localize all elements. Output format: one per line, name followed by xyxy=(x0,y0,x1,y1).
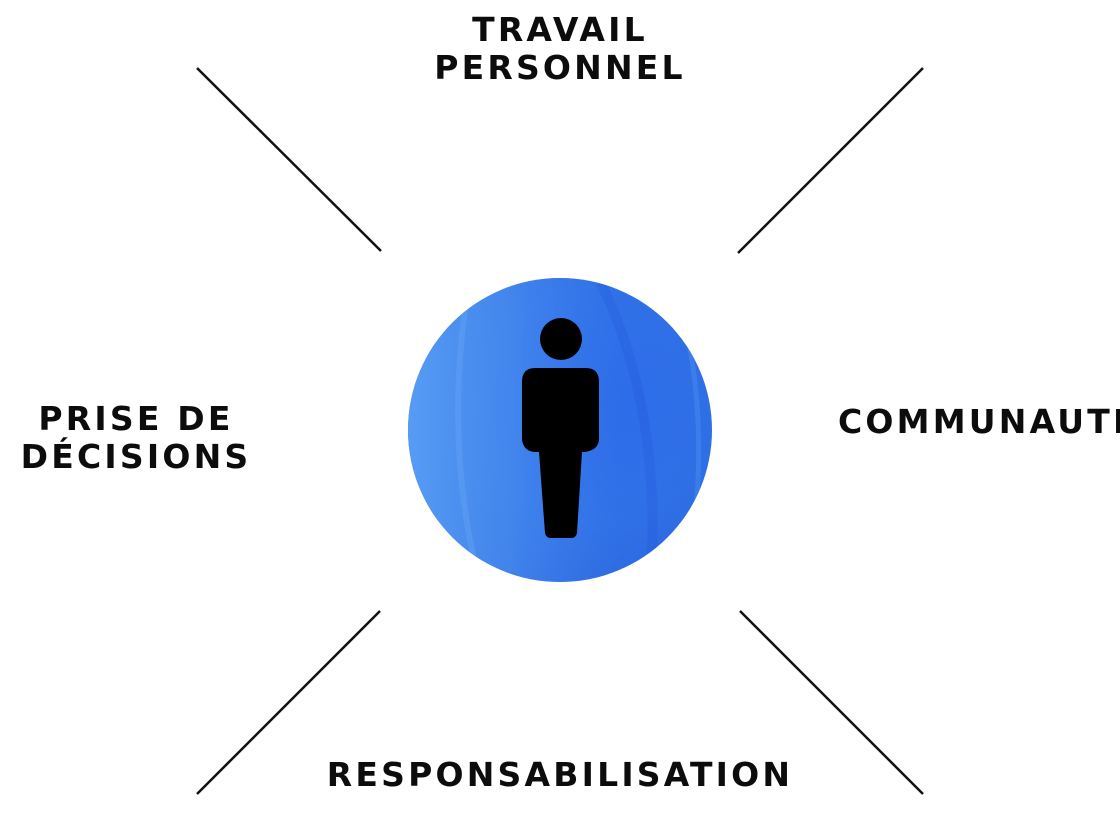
connector-line-bottom-left xyxy=(196,610,381,795)
label-right-line1: COMMUNAUTÉ xyxy=(838,402,1120,441)
label-top-line2: PERSONNEL xyxy=(434,48,686,87)
label-communaute: COMMUNAUTÉ xyxy=(838,403,1120,441)
connector-line-top-right xyxy=(737,67,924,254)
label-travail-personnel: TRAVAIL PERSONNEL xyxy=(360,11,760,87)
label-top-line1: TRAVAIL xyxy=(472,10,648,49)
person-icon xyxy=(522,318,599,538)
label-left-line1: PRISE DE xyxy=(38,399,234,438)
label-responsabilisation: RESPONSABILISATION xyxy=(300,756,820,794)
connector-line-bottom-right xyxy=(739,610,924,795)
label-bottom-line1: RESPONSABILISATION xyxy=(326,755,794,794)
label-left-line2: DÉCISIONS xyxy=(20,437,252,476)
connector-line-top-left xyxy=(196,67,382,252)
label-prise-de-decisions: PRISE DE DÉCISIONS xyxy=(0,400,272,476)
